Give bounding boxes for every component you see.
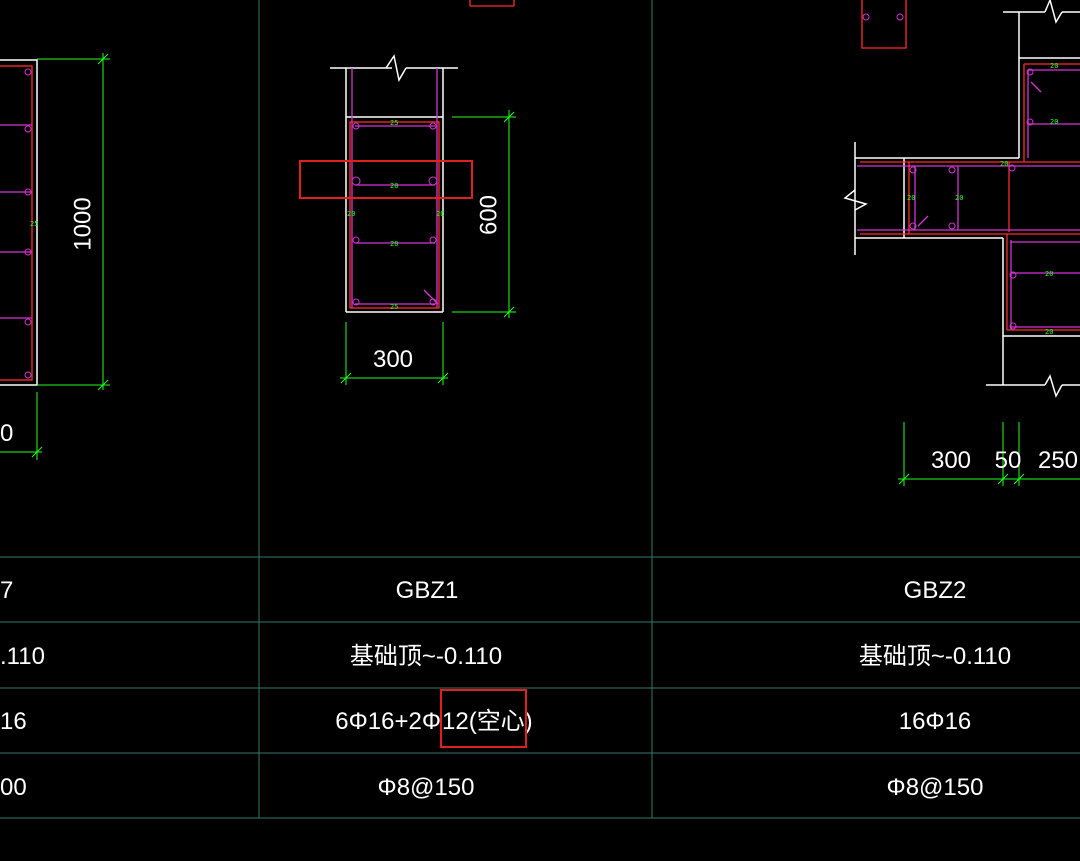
svg-text:20: 20 [1045,328,1053,336]
left-column-section: 25 1000 0 [0,53,110,460]
cell-left-row2: .110 [0,643,45,670]
svg-text:20: 20 [347,210,355,218]
svg-text:25: 25 [390,303,398,311]
gbz2-width-dim-1: 300 [931,447,971,474]
svg-text:20: 20 [1045,270,1053,278]
svg-text:25: 25 [390,119,398,127]
svg-text:20: 20 [436,210,444,218]
cell-left-row4: 00 [0,774,27,801]
cell-gbz1-stirrup: Φ8@150 [378,774,475,801]
gbz1-height-dim: 600 [475,195,502,235]
cell-gbz2-rebar: 16Φ16 [899,708,972,735]
left-height-dim: 1000 [69,197,96,250]
svg-text:20: 20 [1050,118,1058,126]
cell-gbz2-stirrup: Φ8@150 [887,774,984,801]
cell-gbz1-elevation: 基础顶~-0.110 [350,643,502,670]
highlight-box-hollow-note [440,689,527,748]
svg-text:20: 20 [390,182,398,190]
svg-text:20: 20 [1000,160,1008,168]
cell-left-row1: 7 [0,577,13,604]
schedule-table: 7 GBZ1 GBZ2 .110 基础顶~-0.110 基础顶~-0.110 1… [0,577,1011,801]
gbz1-section: 25 20 20 25 20 20 600 300 [299,54,516,385]
cell-gbz1-name: GBZ1 [396,577,459,604]
highlight-box-middle-bar [299,160,473,199]
svg-text:20: 20 [907,194,915,202]
cell-left-row3: 16 [0,708,27,735]
svg-text:20: 20 [390,240,398,248]
cell-gbz1-rebar-highlighted: 12(空心) [442,708,533,735]
gbz2-section: 20 20 20 20 20 20 20 300 50 250 [469,0,1080,486]
svg-text:20: 20 [1050,62,1058,70]
left-width-dim: 0 [0,420,13,447]
gbz2-width-dim-3: 250 [1038,447,1078,474]
cell-gbz2-name: GBZ2 [904,577,967,604]
table-grid [0,0,1080,819]
gbz2-width-dim-2: 50 [995,447,1022,474]
gbz1-width-dim: 300 [373,346,413,373]
cell-gbz2-elevation: 基础顶~-0.110 [859,643,1011,670]
svg-text:25: 25 [30,220,38,228]
svg-text:20: 20 [955,194,963,202]
cell-gbz1-rebar: 6Φ16+2Φ [335,708,441,735]
